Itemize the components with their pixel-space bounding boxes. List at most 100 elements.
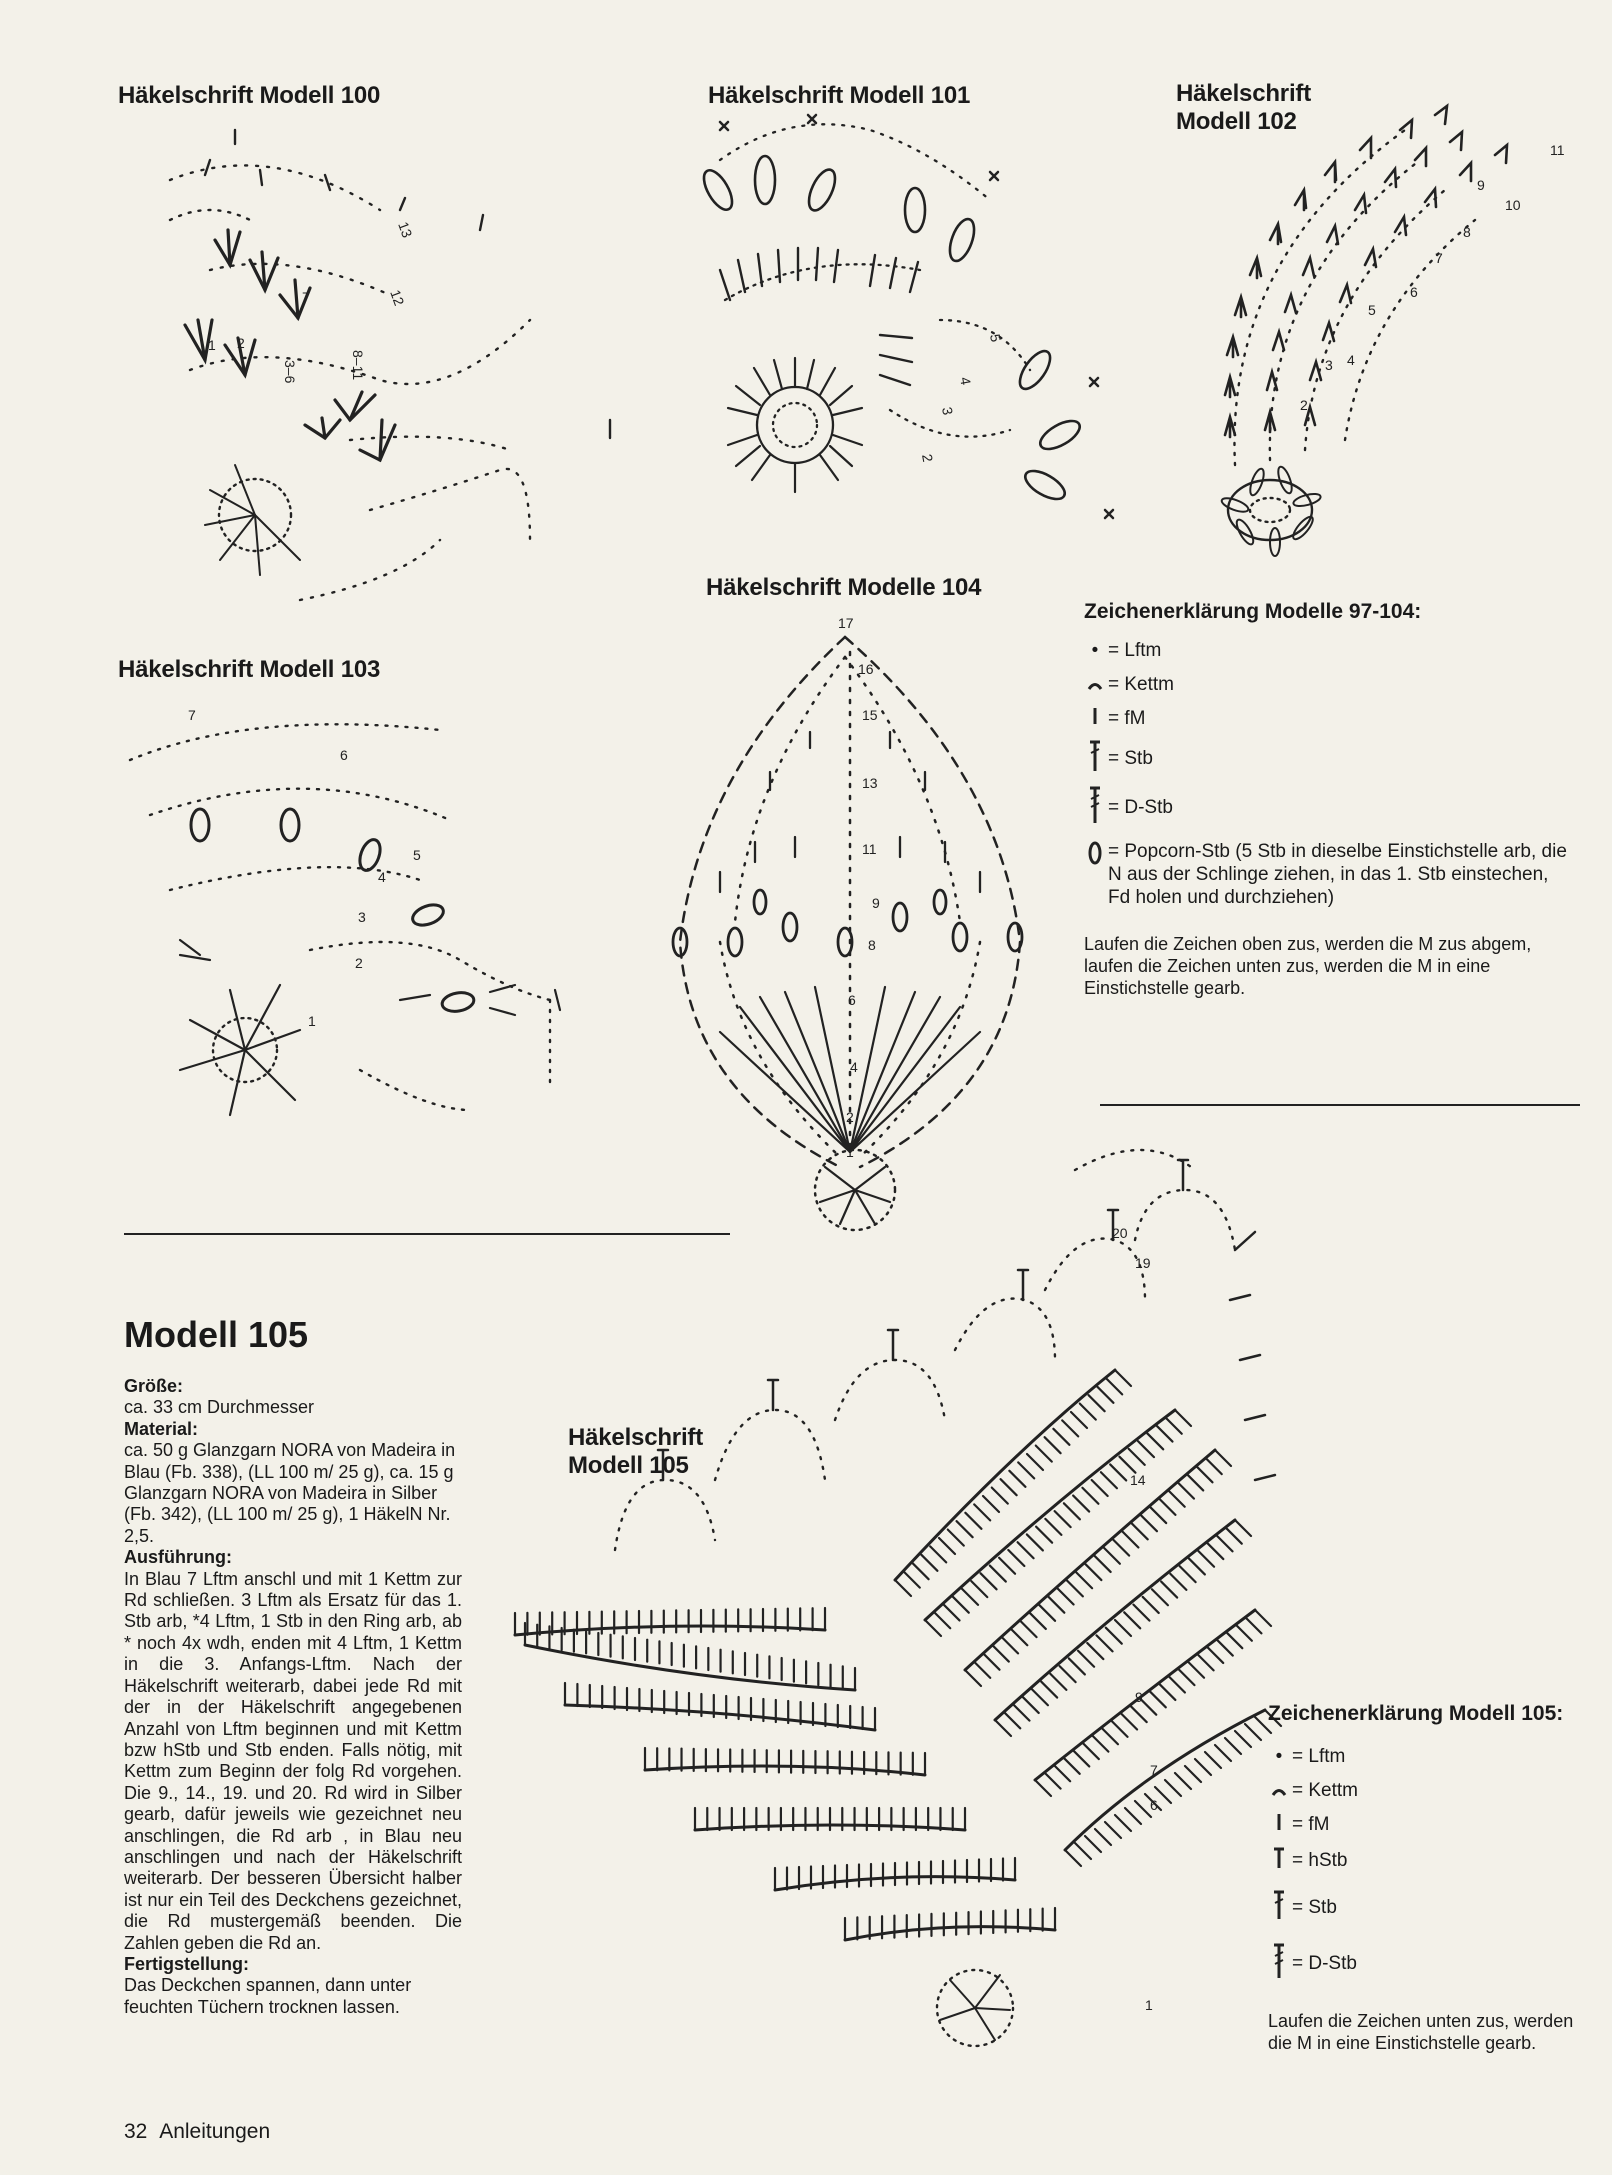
round-number: 13 xyxy=(862,775,878,791)
legend-label: = D-Stb xyxy=(1292,1953,1357,1974)
legend-label: = Stb xyxy=(1108,748,1153,769)
divider xyxy=(1100,1104,1580,1106)
round-number: 1 xyxy=(846,1144,854,1160)
round-number: 7 xyxy=(302,289,310,305)
legend-item: • = Lftm xyxy=(1084,634,1584,668)
crochet-diagram-m100: 13 12 7 8–11 3–6 2 1 xyxy=(150,120,612,630)
fertigstellung-text: Das Deckchen spannen, dann unter feuchte… xyxy=(124,1975,412,2017)
crochet-diagram-m102: 11 10 9 8 7 6 5 4 3 2 xyxy=(1205,80,1585,570)
stb-icon xyxy=(1268,1889,1290,1927)
legend-item: = Popcorn-Stb (5 Stb in dieselbe Einstic… xyxy=(1084,840,1584,909)
round-number: 6 xyxy=(848,992,856,1008)
diagram-title-m102: Häkelschrift Modell 102 xyxy=(1176,80,1311,136)
arc-icon xyxy=(1084,674,1106,696)
round-number: 16 xyxy=(858,661,874,677)
round-number: 2 xyxy=(355,955,363,971)
diagram-title-m105: Häkelschrift Modell 105 xyxy=(568,1424,703,1480)
title-line: Häkelschrift xyxy=(568,1424,703,1451)
round-number: 7 xyxy=(188,707,196,723)
groesse-text: ca. 33 cm Durchmesser xyxy=(124,1397,315,1418)
legend-label: = Lftm xyxy=(1292,1746,1346,1767)
round-number: 9 xyxy=(1135,1689,1143,1705)
title-line: Modell 105 xyxy=(568,1452,689,1479)
page-footer: 32 Anleitungen xyxy=(124,2120,270,2144)
round-number: 1 xyxy=(208,337,216,353)
round-number: 3 xyxy=(1325,357,1333,373)
round-number: 10 xyxy=(1505,197,1521,213)
instructions-text: Größe: ca. 33 cm Durchmesser Material: c… xyxy=(124,1376,462,2018)
diagram-title-m104: Häkelschrift Modelle 104 xyxy=(706,574,982,601)
bar-icon xyxy=(1084,707,1106,731)
legend-label: = fM xyxy=(1108,708,1146,729)
round-number: 19 xyxy=(1135,1255,1151,1271)
legend-item: = D-Stb xyxy=(1268,1936,1598,1992)
material-text: ca. 50 g Glanzgarn NORA von Madeira in B… xyxy=(124,1440,456,1546)
legend-note: Laufen die Zeichen oben zus, werden die … xyxy=(1084,934,1532,998)
legend-label: = Lftm xyxy=(1108,640,1162,661)
legend-item: = Kettm xyxy=(1084,668,1584,702)
legend-item: = Stb xyxy=(1268,1880,1598,1936)
round-number: 5 xyxy=(1368,302,1376,318)
hstb-icon xyxy=(1268,1846,1290,1876)
label-fertigstellung: Fertigstellung: xyxy=(124,1953,249,1974)
round-number: 4 xyxy=(850,1059,858,1075)
title-line: Modell 102 xyxy=(1176,108,1297,135)
legend-title: Zeichenerklärung Modell 105: xyxy=(1268,1702,1564,1725)
label-ausfuehrung: Ausführung: xyxy=(124,1547,232,1568)
round-number: 13 xyxy=(395,220,415,240)
legend-97-104: Zeichenerklärung Modelle 97-104: • = Lft… xyxy=(1084,600,1584,999)
legend-label: = Popcorn-Stb (5 Stb in dieselbe Einstic… xyxy=(1108,841,1567,908)
diagram-title-m101: Häkelschrift Modell 101 xyxy=(708,82,971,109)
crochet-diagram-m103: 7 6 5 4 3 2 1 xyxy=(128,690,580,1130)
round-number: 11 xyxy=(862,841,877,857)
round-number: 2 xyxy=(919,453,936,464)
round-number: 2 xyxy=(1300,397,1308,413)
legend-note: Laufen die Zeichen unten zus, werden die… xyxy=(1268,2011,1574,2053)
dot-icon: • xyxy=(1275,1746,1283,1767)
legend-label: = hStb xyxy=(1292,1850,1348,1871)
crochet-diagram-m101: 5 4 3 2 xyxy=(690,110,1120,560)
round-number: 8–11 xyxy=(350,350,366,380)
legend-label: = fM xyxy=(1292,1814,1330,1835)
legend-item: = hStb xyxy=(1268,1842,1598,1880)
round-number: 1 xyxy=(308,1013,316,1029)
round-number: 3–6 xyxy=(282,360,298,384)
round-number: 15 xyxy=(862,707,878,723)
round-number: 9 xyxy=(872,895,880,911)
dstb-icon xyxy=(1268,1942,1290,1986)
round-number: 2 xyxy=(846,1109,854,1125)
dstb-icon xyxy=(1084,785,1106,831)
section-heading: Modell 105 xyxy=(124,1314,309,1355)
legend-title: Zeichenerklärung Modelle 97-104: xyxy=(1084,600,1422,623)
crochet-diagram-m104: 17 16 15 13 11 9 8 6 4 2 1 xyxy=(660,612,1060,1242)
bar-icon xyxy=(1268,1813,1290,1837)
title-line: Häkelschrift xyxy=(1176,80,1311,107)
round-number: 1 xyxy=(1145,1997,1153,2013)
label-groesse: Größe: xyxy=(124,1376,184,1396)
legend-item: = Kettm xyxy=(1268,1774,1598,1808)
round-number: 7 xyxy=(1150,1762,1158,1778)
stb-icon xyxy=(1084,739,1106,779)
arc-icon xyxy=(1268,1780,1290,1802)
legend-label: = Stb xyxy=(1292,1897,1337,1918)
legend-item: = fM xyxy=(1268,1808,1598,1842)
round-number: 8 xyxy=(868,937,876,953)
round-number: 11 xyxy=(1550,142,1565,158)
footer-section: Anleitungen xyxy=(159,2120,271,2143)
popcorn-icon xyxy=(1084,840,1106,872)
round-number: 7 xyxy=(1435,250,1443,266)
legend-item: = D-Stb xyxy=(1084,782,1584,834)
round-number: 3 xyxy=(939,406,956,417)
round-number: 9 xyxy=(1477,177,1485,193)
diagram-title-m100: Häkelschrift Modell 100 xyxy=(118,82,381,109)
round-number: 5 xyxy=(987,333,1004,344)
legend-item: = fM xyxy=(1084,702,1584,736)
round-number: 17 xyxy=(838,615,854,631)
round-number: 14 xyxy=(1130,1472,1146,1488)
round-number: 4 xyxy=(957,376,974,387)
diagram-title-m103: Häkelschrift Modell 103 xyxy=(118,656,381,683)
divider xyxy=(124,1233,730,1235)
legend-105: Zeichenerklärung Modell 105: • = Lftm = … xyxy=(1268,1702,1598,2054)
legend-item: • = Lftm xyxy=(1268,1740,1598,1774)
round-number: 2 xyxy=(237,335,245,351)
